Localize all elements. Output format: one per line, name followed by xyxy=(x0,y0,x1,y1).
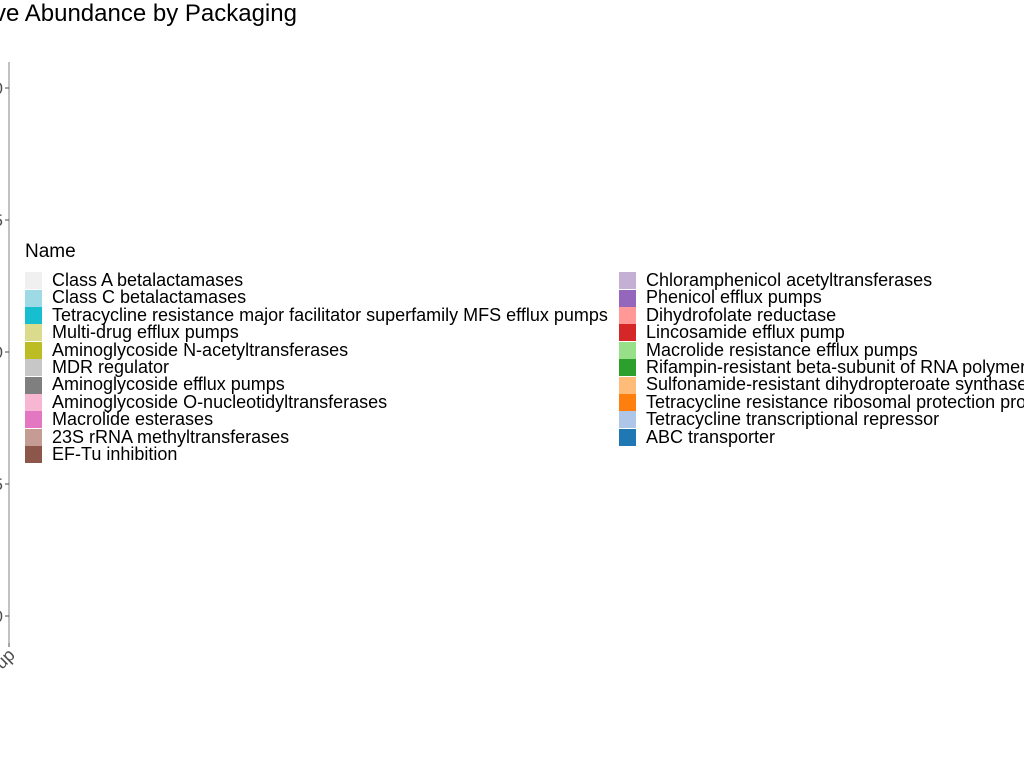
legend-swatch xyxy=(25,324,42,342)
legend-swatch xyxy=(619,393,636,411)
legend-swatch xyxy=(25,393,42,411)
legend-label: Multi-drug efflux pumps xyxy=(52,322,239,343)
legend-label: Tetracycline resistance major facilitato… xyxy=(52,304,608,325)
x-tick-label: up xyxy=(0,645,19,673)
legend-label: Class A betalactamases xyxy=(52,270,244,290)
legend-swatch xyxy=(25,428,42,446)
legend-item: Class C betalactamases xyxy=(25,287,608,308)
legend-item: EF-Tu inhibition xyxy=(25,443,608,464)
legend-item: Tetracycline transcriptional repressor xyxy=(619,409,1024,430)
legend-swatch xyxy=(619,341,636,359)
legend-swatch xyxy=(619,376,636,394)
legend-swatch xyxy=(619,411,636,429)
legend-item: ABC transporter xyxy=(619,426,1024,447)
legend-label: Macrolide esterases xyxy=(52,409,214,430)
legend-item: Tetracycline resistance major facilitato… xyxy=(25,304,608,325)
legend-label: 23S rRNA methyltransferases xyxy=(52,426,290,447)
legend-label: Aminoglycoside N-acetyltransferases xyxy=(52,339,349,360)
legend-swatch xyxy=(25,341,42,359)
legend-item: Class A betalactamases xyxy=(25,270,608,290)
legend-swatch xyxy=(25,359,42,377)
legend-item: Multi-drug efflux pumps xyxy=(25,322,608,343)
legend-item: Chloramphenicol acetyltransferases xyxy=(619,270,1024,290)
legend-item: Aminoglycoside O-nucleotidyltransferases xyxy=(25,391,608,412)
legend-swatch xyxy=(25,446,42,464)
legend-label: Aminoglycoside O-nucleotidyltransferases xyxy=(52,391,388,412)
legend-swatch xyxy=(25,306,42,324)
legend-label: Class C betalactamases xyxy=(52,287,247,308)
legend-swatch xyxy=(619,272,636,290)
legend-label: Tetracycline transcriptional repressor xyxy=(646,409,940,430)
legend-item: Tetracycline resistance ribosomal protec… xyxy=(619,391,1024,412)
legend-label: ABC transporter xyxy=(646,426,776,447)
legend-label: Dihydrofolate reductase xyxy=(646,304,837,325)
legend-item: Aminoglycoside efflux pumps xyxy=(25,374,608,395)
legend-item: Phenicol efflux pumps xyxy=(619,287,1024,308)
legend-label: EF-Tu inhibition xyxy=(52,443,178,464)
legend-label: Chloramphenicol acetyltransferases xyxy=(646,270,933,290)
legend-item: MDR regulator xyxy=(25,356,608,377)
legend-label: Tetracycline resistance ribosomal protec… xyxy=(646,391,1024,412)
legend-item: Macrolide resistance efflux pumps xyxy=(619,339,1024,360)
legend-label: Macrolide resistance efflux pumps xyxy=(646,339,918,360)
legend-item: 23S rRNA methyltransferases xyxy=(25,426,608,447)
y-tick-label: 5 xyxy=(0,475,3,494)
legend-label: Sulfonamide-resistant dihydropteroate sy… xyxy=(646,374,1024,395)
legend-item: Dihydrofolate reductase xyxy=(619,304,1024,325)
legend-swatch xyxy=(619,359,636,377)
legend-label: Aminoglycoside efflux pumps xyxy=(52,374,285,395)
legend-item: Rifampin-resistant beta-subunit of RNA p… xyxy=(619,356,1024,377)
legend-item: Sulfonamide-resistant dihydropteroate sy… xyxy=(619,374,1024,395)
y-tick-label: 5 xyxy=(0,211,3,230)
legend-swatch xyxy=(25,289,42,307)
legend-title: Name xyxy=(25,241,76,262)
chart-title: anism Relative Abundance by Packaging xyxy=(0,0,297,27)
legend-label: Phenicol efflux pumps xyxy=(646,287,822,308)
legend-swatch xyxy=(619,324,636,342)
y-tick-label: 0 xyxy=(0,343,3,362)
legend-label: MDR regulator xyxy=(52,356,170,377)
legend-label: Lincosamide efflux pump xyxy=(646,322,845,343)
legend-swatch xyxy=(619,428,636,446)
legend-item: Macrolide esterases xyxy=(25,409,608,430)
y-tick-label: 0 xyxy=(0,79,3,98)
legend-swatch xyxy=(619,289,636,307)
legend-item: Lincosamide efflux pump xyxy=(619,322,1024,343)
legend-swatch xyxy=(619,306,636,324)
legend-swatch xyxy=(25,376,42,394)
legend-label: Rifampin-resistant beta-subunit of RNA p… xyxy=(646,356,1024,377)
legend-swatch xyxy=(25,411,42,429)
legend-item: Aminoglycoside N-acetyltransferases xyxy=(25,339,608,360)
legend-swatch xyxy=(25,272,42,290)
y-tick-label: 0 xyxy=(0,607,3,626)
